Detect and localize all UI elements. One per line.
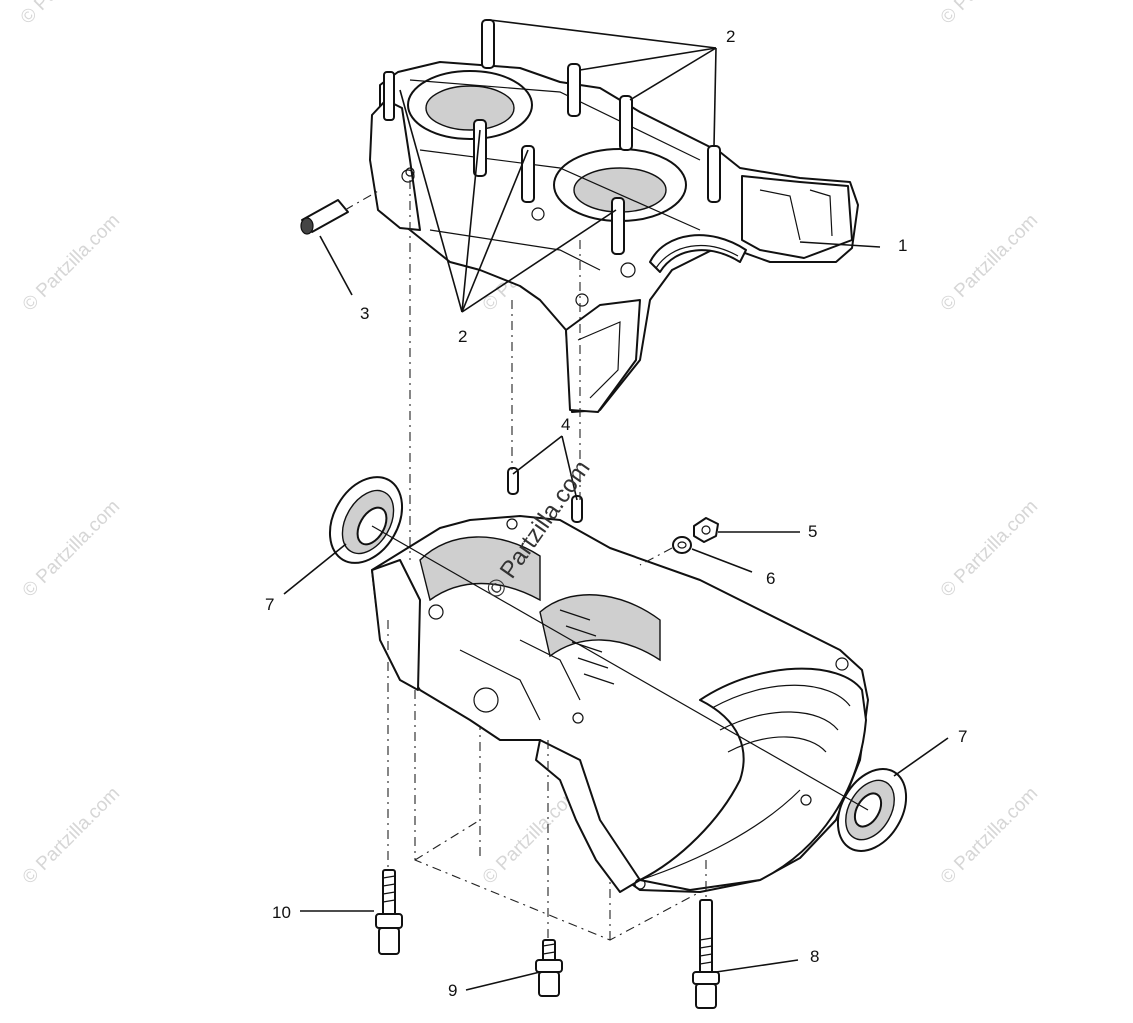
stud-icon (383, 71, 395, 121)
bolt-icon (692, 899, 720, 1009)
watermark-row3-left: © Partzilla.com (19, 496, 124, 601)
callout-2-bottom: 2 (458, 327, 467, 346)
oil-seal-icon (328, 476, 404, 564)
callout-6: 6 (766, 569, 775, 588)
watermark-row4-right: © Partzilla.com (937, 783, 1042, 888)
stud-icon (611, 197, 625, 255)
callout-8: 8 (810, 947, 819, 966)
dowel-pin-icon (507, 467, 519, 495)
watermark-top-right: © Partzilla.com (937, 0, 1042, 29)
fitting-icon (300, 167, 415, 235)
watermark-top-left: © Partzilla.com (17, 0, 122, 29)
callout-2-top: 2 (726, 27, 735, 46)
callout-7-right: 7 (958, 727, 967, 746)
assembly-centerlines (344, 180, 869, 938)
stud-icon (521, 145, 535, 203)
stud-icon (707, 145, 721, 203)
stud-icon (481, 19, 495, 69)
callout-4: 4 (561, 415, 570, 434)
dowel-pin-set (507, 467, 583, 523)
callout-1: 1 (898, 236, 907, 255)
stud-icon (619, 95, 633, 151)
bolt-icon (375, 869, 403, 955)
callout-7-left: 7 (265, 595, 274, 614)
callout-10: 10 (272, 903, 291, 922)
bolt-icon (535, 939, 563, 997)
watermark-mid-left: © Partzilla.com (19, 210, 124, 315)
watermark-mid-right: © Partzilla.com (937, 210, 1042, 315)
washer-icon (672, 536, 692, 554)
nut-icon (693, 517, 719, 543)
oil-seal-icon (836, 768, 908, 852)
dowel-pin-icon (571, 495, 583, 523)
callout-labels: 1 2 2 3 4 5 6 7 7 8 9 10 (265, 27, 967, 1000)
stud-icon (567, 63, 581, 117)
watermark-row3-right: © Partzilla.com (937, 496, 1042, 601)
callout-9: 9 (448, 981, 457, 1000)
leader-lines (283, 19, 949, 991)
callout-5: 5 (808, 522, 817, 541)
stud-set (383, 19, 721, 255)
lower-crankcase-icon (371, 515, 869, 941)
callout-3: 3 (360, 304, 369, 323)
watermark-row4-left: © Partzilla.com (19, 783, 124, 888)
